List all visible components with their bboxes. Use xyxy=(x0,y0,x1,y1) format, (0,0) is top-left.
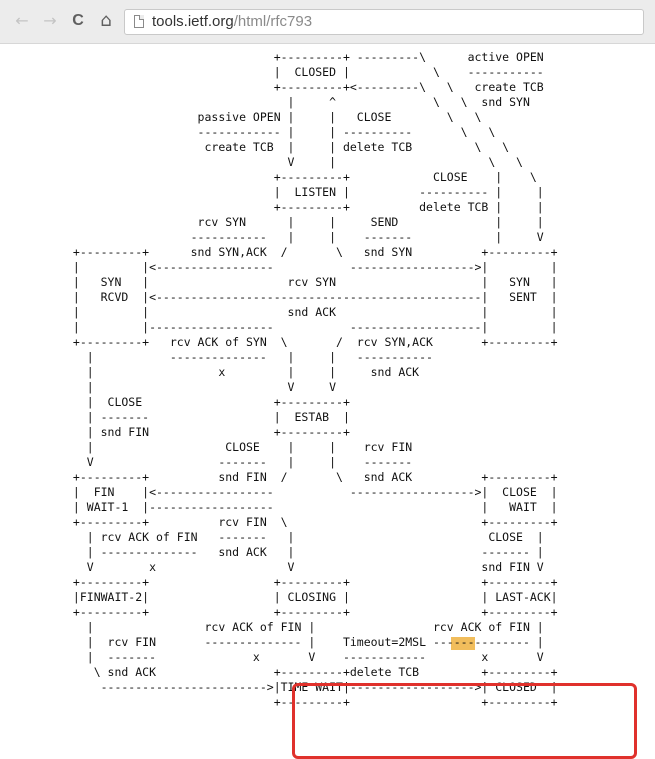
tcp-state-diagram: +---------+ ---------\ active OPEN | CLO… xyxy=(72,50,558,709)
back-arrow-icon[interactable]: ← xyxy=(15,11,29,30)
page-content: +---------+ ---------\ active OPEN | CLO… xyxy=(0,44,655,759)
url-host: tools.ietf.org xyxy=(152,13,234,30)
time-wait-highlight-box xyxy=(292,683,637,759)
page-icon xyxy=(134,15,144,28)
forward-arrow-icon[interactable]: → xyxy=(43,11,57,30)
url-path: /html/rfc793 xyxy=(233,13,313,30)
address-bar[interactable]: tools.ietf.org/html/rfc793 xyxy=(124,9,644,35)
reload-icon[interactable]: C xyxy=(72,12,84,29)
home-icon[interactable]: ⌂ xyxy=(100,10,112,31)
msl-text-highlight xyxy=(451,637,475,650)
browser-toolbar: ← → C ⌂ tools.ietf.org/html/rfc793 xyxy=(0,0,655,44)
url-text: tools.ietf.org/html/rfc793 xyxy=(152,13,312,31)
